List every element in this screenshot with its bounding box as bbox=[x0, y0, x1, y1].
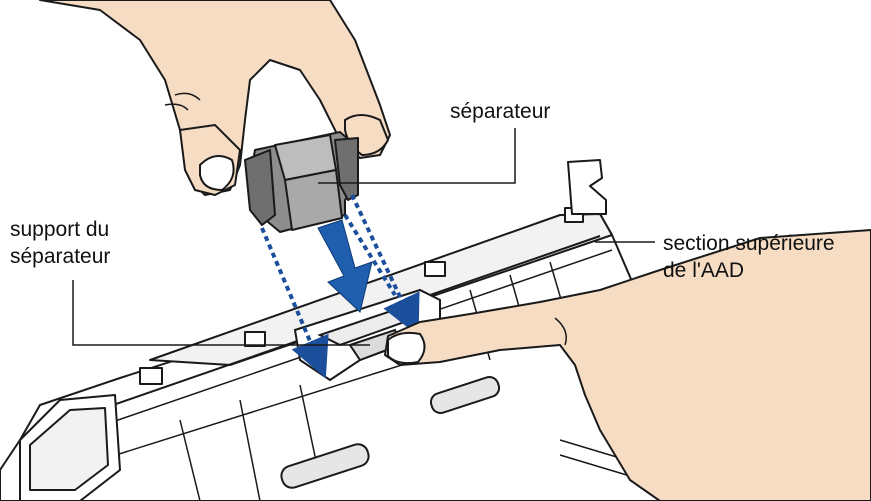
pointing-hand-right bbox=[384, 229, 871, 501]
guide-lines bbox=[260, 194, 420, 379]
insertion-arrow bbox=[317, 219, 373, 313]
adf-top-section-label: section supérieure de l'AAD bbox=[663, 230, 835, 284]
adf-top-section-label-line1: section supérieure bbox=[663, 232, 835, 255]
separator-holder-label-line1: support du bbox=[10, 218, 110, 241]
separator-holder-label: support du séparateur bbox=[10, 216, 110, 270]
separator-holder-label-line2: séparateur bbox=[10, 245, 111, 268]
leader-lines bbox=[72, 128, 655, 346]
adf-top-section-label-line2: de l'AAD bbox=[663, 259, 745, 282]
separator-label: séparateur bbox=[450, 98, 550, 125]
separator-label-text: séparateur bbox=[450, 100, 551, 123]
separator-part bbox=[244, 131, 359, 233]
